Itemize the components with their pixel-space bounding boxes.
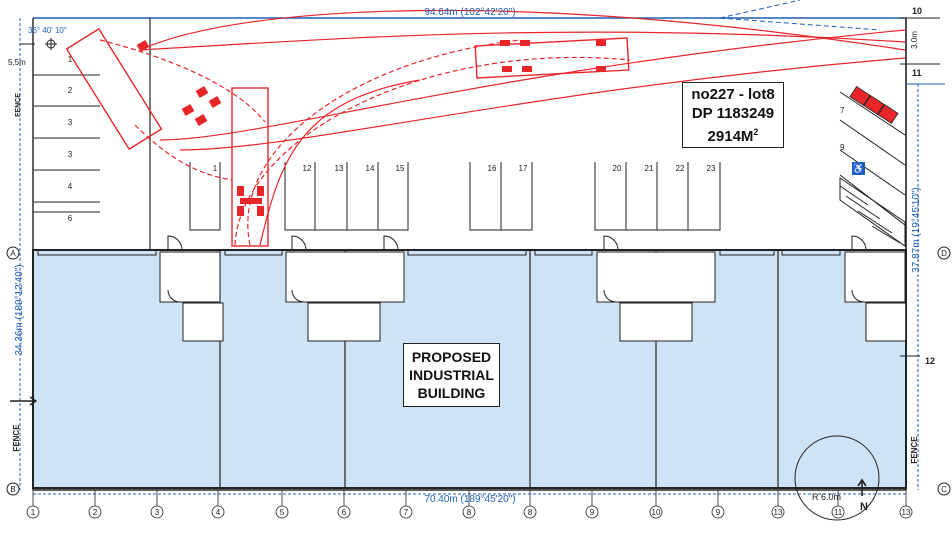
- grid-column-marker: [211, 505, 225, 519]
- grid-column-marker: [88, 505, 102, 519]
- door-swings: [167, 235, 867, 303]
- grid-column-label: 10: [652, 508, 661, 517]
- building-label-line: PROPOSED: [411, 349, 492, 365]
- grid-column-marker: [711, 505, 725, 519]
- grid-column-label: 6: [342, 508, 347, 517]
- parking-space-number: 23: [707, 164, 716, 173]
- grid-column-label: 3: [155, 508, 160, 517]
- building-label: PROPOSED INDUSTRIAL BUILDING: [403, 343, 500, 407]
- grid-row-b: B: [10, 485, 15, 494]
- grid-column-marker: [275, 505, 289, 519]
- right-parking-number: 7: [840, 106, 845, 115]
- facade-openings: [37, 249, 841, 256]
- accessible-parking-icon: [852, 162, 865, 175]
- grid-column-label: 9: [716, 508, 721, 517]
- setback-left: 5.5m: [8, 58, 26, 67]
- parking-space-number: 20: [613, 164, 622, 173]
- top-parking: [189, 162, 721, 231]
- lot-number-10: 10: [912, 6, 922, 16]
- parking-space-number: 15: [396, 164, 405, 173]
- wheelchair-icon: ♿: [852, 162, 864, 175]
- parking-space-number: 2: [68, 86, 73, 95]
- fence-label: FENCE: [12, 424, 21, 452]
- grid-column-label: 11: [834, 508, 843, 517]
- grid-column-label: 13: [902, 508, 911, 517]
- lot-title: no227 - lot8: [691, 86, 775, 103]
- grid-column-label: 8: [467, 508, 472, 517]
- grid-column-label: 8: [528, 508, 533, 517]
- grid-row-d: D: [941, 249, 947, 258]
- parking-space-number: 14: [366, 164, 375, 173]
- dimension-top: 94.64m (102°42'20"): [424, 7, 515, 18]
- grid-column-marker: [649, 505, 663, 519]
- deposited-plan: DP 1183249: [691, 105, 775, 122]
- vehicle-wheels: [136, 40, 606, 216]
- dimension-left: 34.36m (189°12'40"): [14, 264, 25, 355]
- right-parking-number: 9: [840, 143, 845, 152]
- parking-space-number: 3: [68, 118, 73, 127]
- grid-column-markers: 1 2 3 4 5 6 7 8 8 9 10 9 13 11 13: [26, 490, 913, 519]
- building-label-line: BUILDING: [417, 385, 486, 401]
- parking-space-number: 12: [303, 164, 312, 173]
- grid-column-marker: [523, 505, 537, 519]
- parking-space-number: 21: [645, 164, 654, 173]
- dimension-bottom: 70.40m (189°45'20"): [424, 494, 515, 505]
- grid-column-marker: [26, 505, 40, 519]
- right-parking: [839, 91, 906, 247]
- grid-row-markers: [6, 246, 951, 496]
- grid-column-label: 13: [774, 508, 783, 517]
- parking-space-number: 1: [68, 55, 73, 64]
- turning-radius: R 6.0m: [812, 492, 841, 502]
- grid-column-marker: [399, 505, 413, 519]
- parking-space-number: 1: [213, 164, 218, 173]
- parking-space-number: 6: [68, 214, 73, 223]
- grid-column-label: 9: [590, 508, 595, 517]
- dimension-angle: 36° 40' 10": [28, 26, 67, 35]
- grid-column-marker: [337, 505, 351, 519]
- grid-row-a: A: [10, 249, 16, 258]
- setback-right: 3.0m: [910, 31, 919, 49]
- amenity-blocks: [159, 251, 907, 342]
- grid-column-marker: [771, 505, 785, 519]
- lot-info-box: no227 - lot8 DP 1183249 2914M2: [682, 82, 784, 148]
- fence-label: FENCE: [15, 93, 22, 117]
- lot-area: 2914M2: [707, 127, 759, 145]
- angle-marker-icon: [45, 38, 57, 50]
- lot-number-11: 11: [912, 68, 922, 78]
- parking-space-number: 17: [519, 164, 528, 173]
- vehicle-outlines: [65, 27, 630, 247]
- building-label-line: INDUSTRIAL: [409, 367, 494, 383]
- parked-cars: [849, 86, 899, 124]
- lot-number-12: 12: [925, 356, 935, 366]
- parking-space-number: 13: [335, 164, 344, 173]
- left-parking: [33, 74, 100, 213]
- grid-column-label: 4: [216, 508, 221, 517]
- grid-column-label: 2: [93, 508, 98, 517]
- north-label: N: [860, 501, 868, 513]
- grid-row-c: C: [941, 485, 947, 494]
- grid-column-marker: [462, 505, 476, 519]
- grid-column-marker: [831, 505, 845, 519]
- dimension-right: 37.87m (19°45'10"): [911, 187, 922, 273]
- fence-label: FENCE: [910, 436, 919, 464]
- north-arrow-icon: [857, 478, 867, 496]
- parking-space-number: 16: [488, 164, 497, 173]
- dimension-lines: [19, 0, 945, 495]
- grid-column-marker: [585, 505, 599, 519]
- parking-space-number: 3: [68, 150, 73, 159]
- lot-boundary-ticks: [900, 17, 940, 357]
- grid-column-label: 7: [404, 508, 409, 517]
- grid-column-label: 1: [31, 508, 36, 517]
- grid-column-marker: [899, 505, 913, 519]
- grid-column-label: 5: [280, 508, 285, 517]
- grid-column-marker: [150, 505, 164, 519]
- parking-space-number: 22: [676, 164, 685, 173]
- parking-space-number: 4: [68, 182, 73, 191]
- turning-circle: [794, 435, 880, 521]
- arrow-icon: [10, 396, 38, 406]
